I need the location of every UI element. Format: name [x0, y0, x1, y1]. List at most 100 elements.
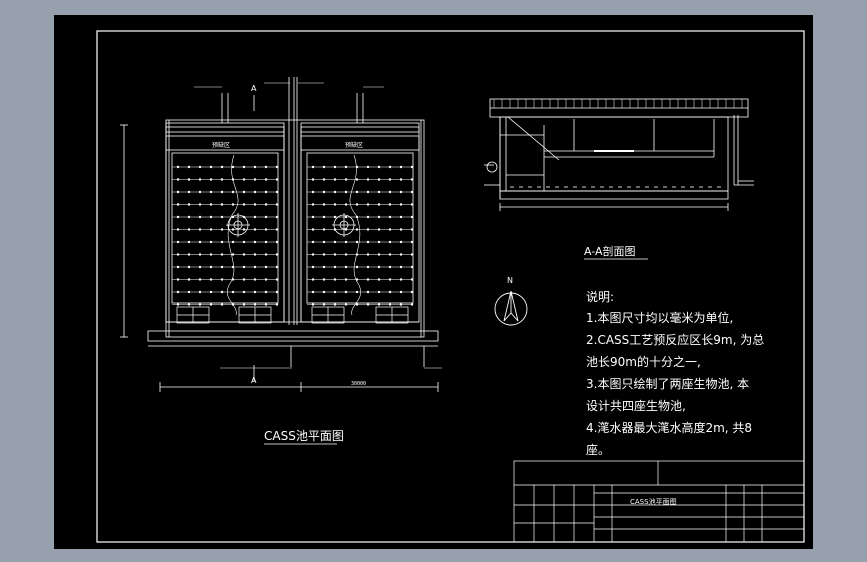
aerator-dot [388, 303, 392, 306]
drawing-sheet: A A 预缺区 预缺区 30000 CASS池平面图 A-A剖面图 [54, 15, 813, 549]
aerator-dot [410, 190, 414, 194]
aerator-dot [220, 178, 224, 181]
aerator-dot [176, 253, 180, 256]
aerator-dot [399, 253, 403, 256]
aerator-dot [253, 178, 257, 181]
aerator-dot [410, 178, 414, 181]
aerator-dot [322, 265, 326, 269]
aerator-dot [242, 190, 246, 194]
aerator-dot [333, 265, 337, 269]
aerator-dot [366, 265, 370, 269]
aerator-dot [176, 278, 180, 281]
aerator-dot [399, 278, 403, 281]
aerator-dot [366, 253, 370, 256]
aerator-dot [399, 165, 403, 169]
aerator-dot [366, 203, 370, 206]
aerator-dot [220, 165, 224, 169]
aerator-dot [253, 265, 257, 269]
aerator-dot [311, 303, 315, 306]
note-line-2: 2.CASS工艺预反应区长9m, 为总 [586, 332, 764, 347]
aerator-dot [344, 303, 348, 306]
mixers [226, 213, 356, 237]
aerator-dot [231, 190, 235, 194]
aerator-rows [172, 165, 414, 306]
aerator-dot [322, 165, 326, 169]
aerator-dot [209, 265, 213, 269]
aerator-dot [198, 253, 202, 256]
aerator-dot [198, 265, 202, 269]
aerator-dot [198, 228, 202, 231]
aerator-dot [242, 178, 246, 181]
aerator-dot [264, 265, 268, 269]
aerator-dot [399, 178, 403, 181]
aerator-dot [366, 165, 370, 169]
aerator-dot [344, 253, 348, 256]
aerator-dot [410, 203, 414, 206]
aerator-dot [264, 278, 268, 281]
aerator-dot [377, 178, 381, 181]
aerator-dot [187, 203, 191, 206]
aerator-dot [264, 178, 268, 181]
aerator-dot [187, 165, 191, 169]
aerator-dot [311, 278, 315, 281]
aerator-dot [176, 265, 180, 269]
aerator-dot [311, 240, 315, 244]
aerator-dot [322, 215, 326, 219]
aerator-dot [275, 203, 279, 206]
aerator-dot [333, 190, 337, 194]
aerator-dot [344, 203, 348, 206]
aerator-dot [264, 203, 268, 206]
aerator-dot [220, 228, 224, 231]
aerator-dot [322, 278, 326, 281]
aerator-dot [322, 190, 326, 194]
aerator-dot [366, 303, 370, 306]
aerator-dot [209, 165, 213, 169]
aerator-dot [388, 178, 392, 181]
aerator-dot [253, 290, 257, 294]
aerator-dot [366, 228, 370, 231]
aerator-dot [311, 265, 315, 269]
aerator-dot [176, 178, 180, 181]
aerator-dot [275, 253, 279, 256]
aerator-dot [231, 228, 235, 231]
note-line-3: 池长90m的十分之一, [586, 354, 701, 369]
aerator-dot [388, 190, 392, 194]
section-railing [493, 99, 743, 108]
aerator-dot [399, 265, 403, 269]
north-letter: N [507, 276, 513, 285]
aerator-dot [198, 203, 202, 206]
aerator-dot [355, 203, 359, 206]
aerator-dot [242, 228, 246, 231]
aerator-dot [311, 215, 315, 219]
north-arrow [494, 290, 528, 326]
aerator-dot [264, 190, 268, 194]
plan-title: CASS池平面图 [264, 429, 344, 443]
outer-frame [96, 30, 805, 543]
aerator-dot [264, 303, 268, 306]
aerator-dot [275, 165, 279, 169]
aerator-dot [209, 215, 213, 219]
aerator-dot [355, 265, 359, 269]
aerator-dot [242, 203, 246, 206]
aerator-dot [198, 240, 202, 244]
aerator-dot [253, 190, 257, 194]
note-line-4: 3.本图只绘制了两座生物池, 本 [586, 376, 749, 391]
aerator-dot [322, 203, 326, 206]
aerator-dot [388, 290, 392, 294]
aerator-dot [410, 215, 414, 219]
aerator-dot [264, 228, 268, 231]
aerator-dot [220, 203, 224, 206]
aerator-dot [187, 178, 191, 181]
aerator-dot [388, 228, 392, 231]
aerator-dot [410, 253, 414, 256]
aerator-dot [242, 290, 246, 294]
aerator-dot [264, 290, 268, 294]
aerator-dot [388, 240, 392, 244]
aerator-dot [377, 228, 381, 231]
aerator-dot [253, 228, 257, 231]
aerator-dot [311, 253, 315, 256]
aerator-dot [231, 253, 235, 256]
aerator-dot [333, 278, 337, 281]
aerator-dot [311, 290, 315, 294]
aerator-dot [242, 303, 246, 306]
